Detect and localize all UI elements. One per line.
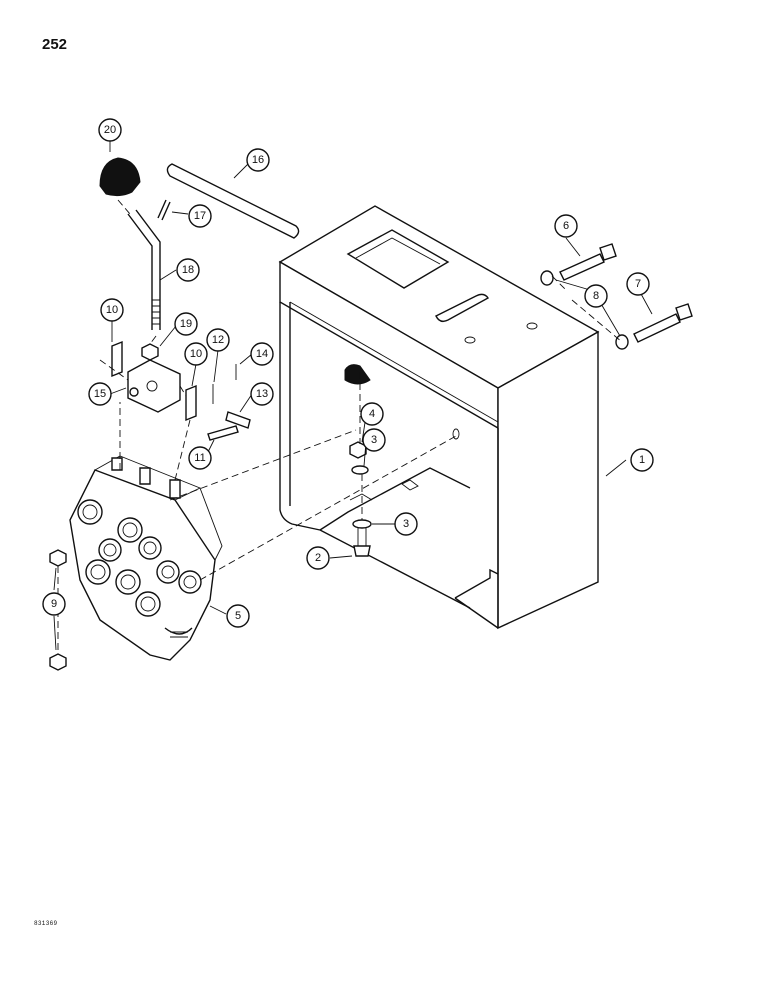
callout-label: 1: [639, 454, 645, 466]
callout-15: 15: [88, 382, 112, 406]
callout-label: 15: [94, 388, 106, 400]
callout-7: 7: [626, 272, 650, 296]
callout-16: 16: [246, 148, 270, 172]
callout-20: 20: [98, 118, 122, 142]
callout-label: 5: [235, 610, 241, 622]
callout-label: 12: [212, 334, 224, 346]
lever-hardware: [49, 157, 693, 671]
callout-10b: 10: [184, 342, 208, 366]
callout-label: 18: [182, 264, 194, 276]
callout-label: 6: [563, 220, 569, 232]
callout-14: 14: [250, 342, 274, 366]
callout-12: 12: [206, 328, 230, 352]
callout-4: 4: [360, 402, 384, 426]
callout-8: 8: [584, 284, 608, 308]
callout-5: 5: [226, 604, 250, 628]
callout-label: 13: [256, 388, 268, 400]
callout-label: 9: [51, 598, 57, 610]
callout-2: 2: [306, 546, 330, 570]
callout-11: 11: [188, 446, 212, 470]
callout-label: 3: [403, 518, 409, 530]
callout-label: 7: [635, 278, 641, 290]
callout-label: 3: [371, 434, 377, 446]
callout-label: 17: [194, 210, 206, 222]
page-number: 252: [42, 36, 68, 53]
callout-18: 18: [176, 258, 200, 282]
mounting-bracket: [278, 205, 600, 630]
callout-19: 19: [174, 312, 198, 336]
callout-label: 19: [180, 318, 192, 330]
callout-17: 17: [188, 204, 212, 228]
callout-label: 16: [252, 154, 264, 166]
callout-label: 4: [369, 408, 375, 420]
callout-13: 13: [250, 382, 274, 406]
callout-label: 8: [593, 290, 599, 302]
callout-label: 20: [104, 124, 116, 136]
callout-label: 2: [315, 552, 321, 564]
control-valve: [69, 455, 223, 661]
callout-1: 1: [630, 448, 654, 472]
callout-label: 10: [190, 348, 202, 360]
callout-3b: 3: [394, 512, 418, 536]
plate-code: 831369: [34, 920, 58, 927]
callout-label: 11: [194, 452, 205, 464]
callout-3a: 3: [362, 428, 386, 452]
leader-lines: [53, 140, 653, 651]
callout-6: 6: [554, 214, 578, 238]
callout-9: 9: [42, 592, 66, 616]
callout-label: 14: [256, 348, 268, 360]
callout-label: 10: [106, 304, 118, 316]
callout-10a: 10: [100, 298, 124, 322]
